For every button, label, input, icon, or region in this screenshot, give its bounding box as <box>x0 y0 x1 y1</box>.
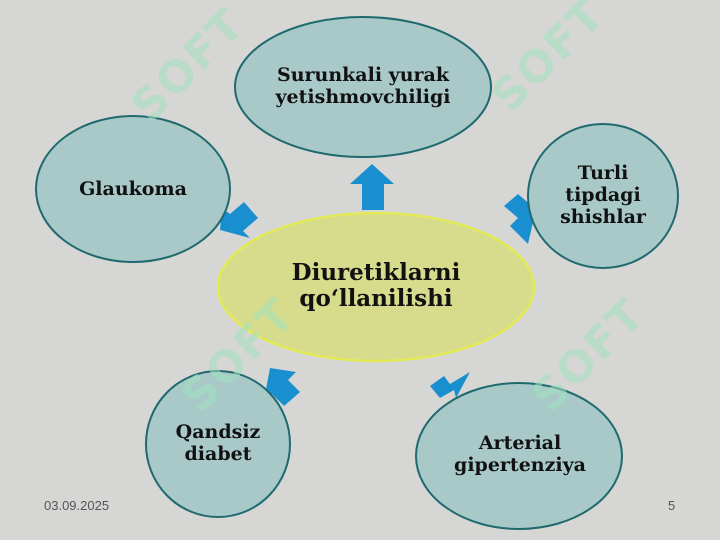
arrow-downleft-icon <box>264 368 300 406</box>
arrow-downright-icon <box>430 372 470 398</box>
slide-date: 03.09.2025 <box>44 498 110 513</box>
arrow-up-icon <box>350 164 394 210</box>
slide-page-number: 5 <box>668 498 676 513</box>
node-heart-failure <box>234 16 492 158</box>
node-edema <box>527 123 679 269</box>
node-hypertension <box>415 382 623 530</box>
arrow-upleft-icon <box>220 202 258 238</box>
node-glaucoma <box>35 115 231 263</box>
node-label-glaucoma: Glaukoma <box>79 178 187 201</box>
node-diabetes <box>145 370 291 518</box>
center-node <box>216 211 536 363</box>
